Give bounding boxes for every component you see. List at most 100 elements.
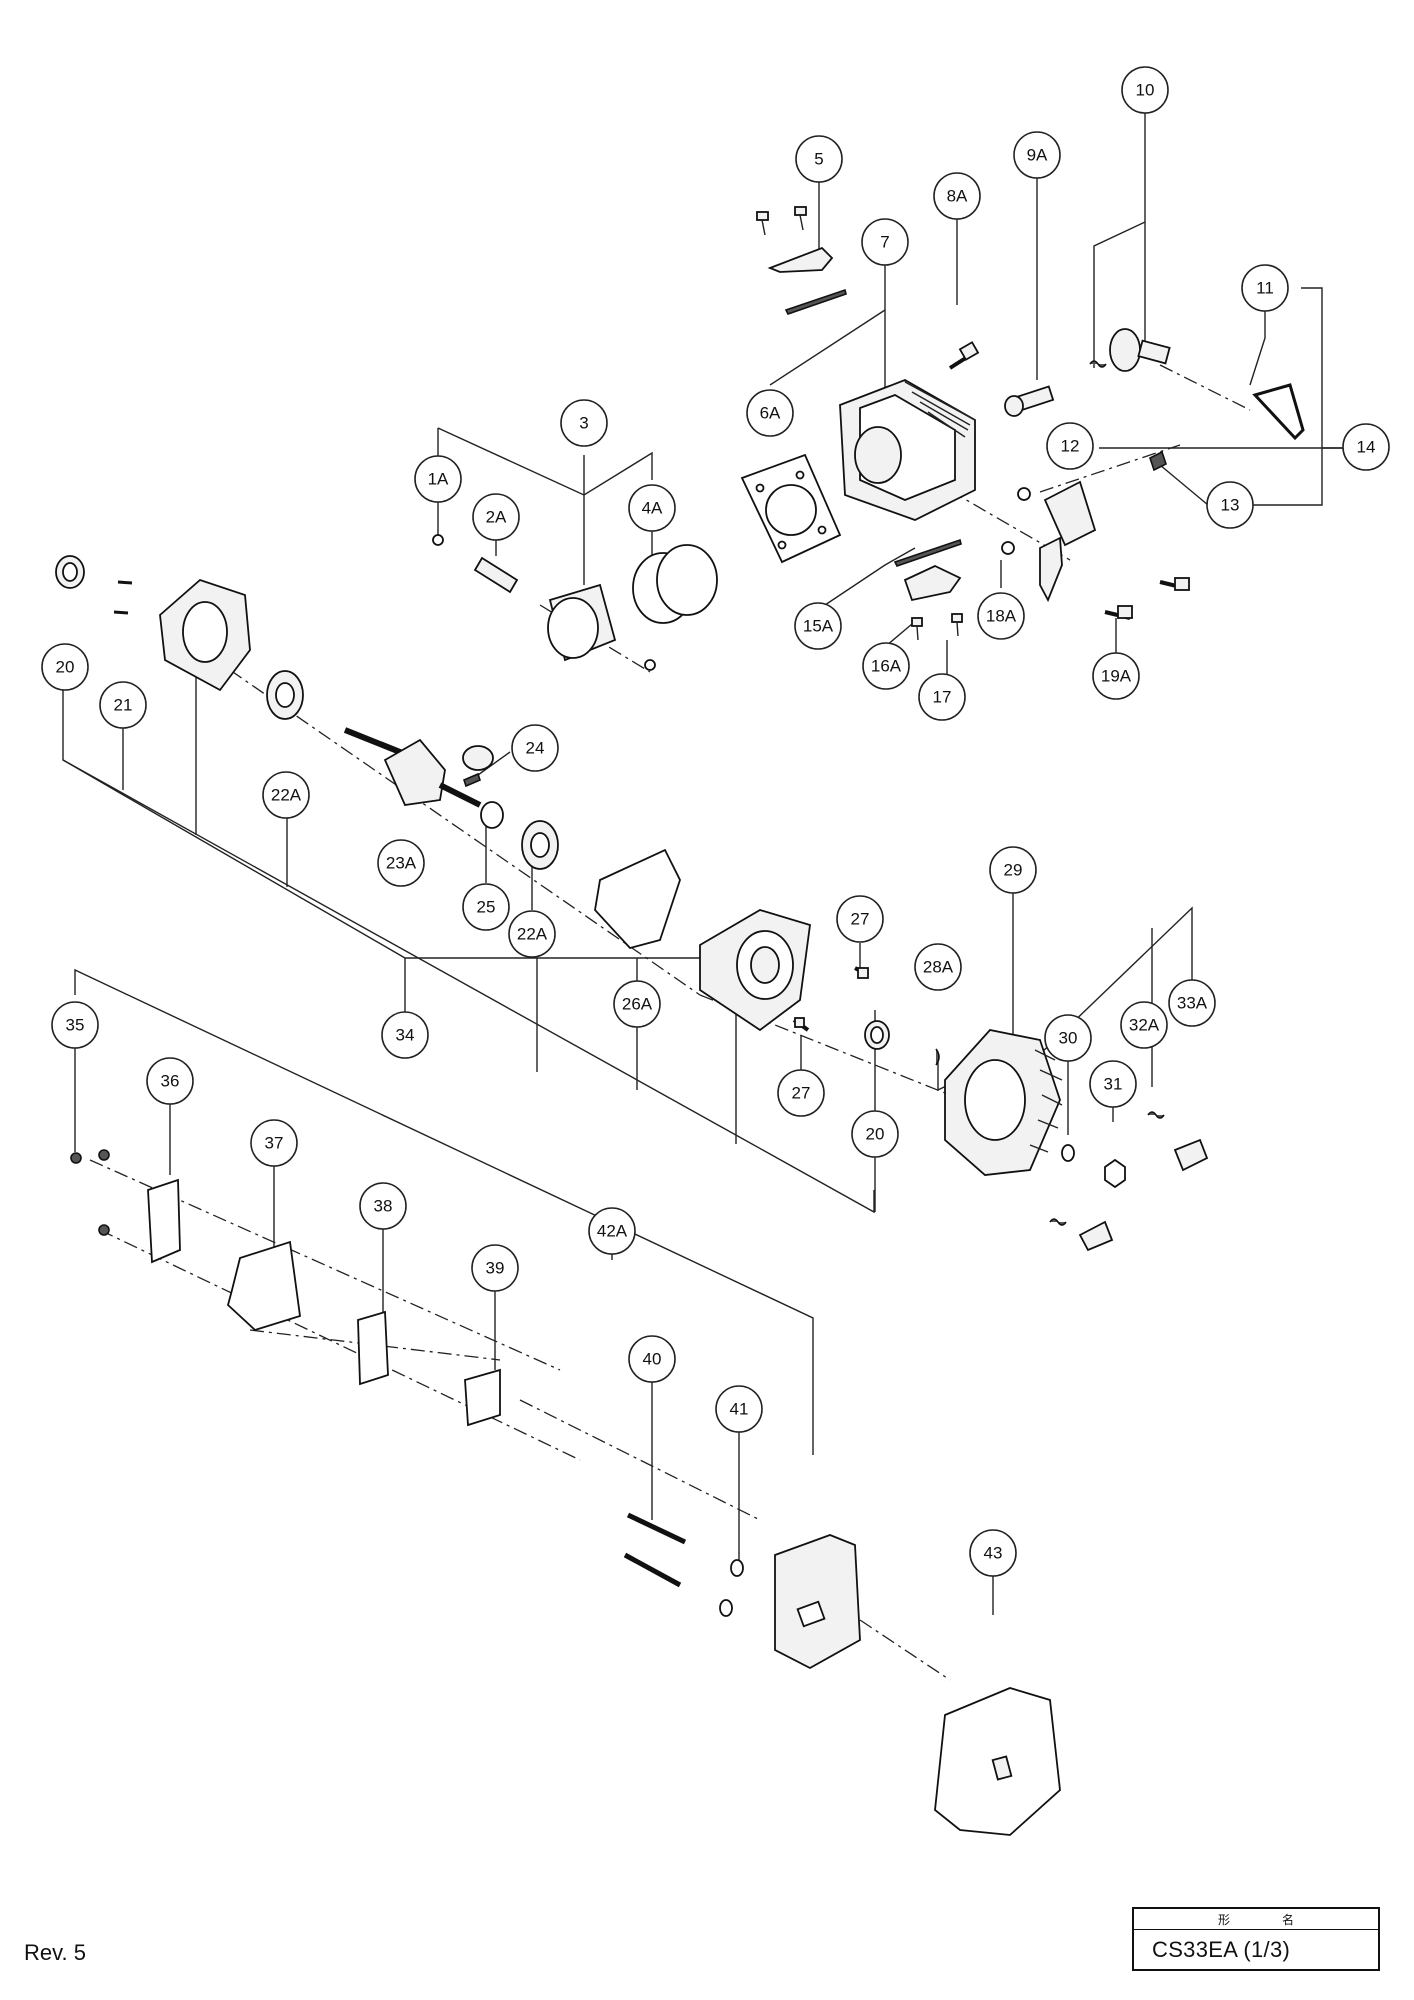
washer-30 (1061, 1144, 1075, 1162)
callout-34: 34 (381, 1011, 429, 1059)
spark-plug (1004, 385, 1055, 417)
callout-6a: 6A (746, 389, 794, 437)
gasket-37 (226, 1240, 301, 1332)
svg-text:38: 38 (374, 1197, 393, 1216)
crankshaft-23a (343, 727, 494, 808)
piston-clip-1a (432, 534, 444, 546)
screw-pair-5 (756, 206, 807, 236)
svg-text:26A: 26A (622, 995, 653, 1014)
muffler-42a (774, 1534, 861, 1670)
leader-lines (62, 108, 1348, 1615)
callout-42a: 42A (588, 1207, 636, 1255)
bolt-16a (911, 617, 923, 641)
spring-32a (1147, 1111, 1165, 1119)
crankcase-right (699, 909, 811, 1032)
svg-text:4A: 4A (642, 499, 663, 518)
bolt-19a (1104, 605, 1133, 620)
callout-4a: 4A (628, 484, 676, 532)
callout-18a: 18A (977, 592, 1025, 640)
callout-43: 43 (969, 1529, 1017, 1577)
callout-26a: 26A (613, 980, 661, 1028)
callout-31: 31 (1089, 1060, 1137, 1108)
svg-text:17: 17 (933, 688, 952, 707)
svg-text:29: 29 (1004, 861, 1023, 880)
svg-text:13: 13 (1221, 496, 1240, 515)
washer-right (1017, 487, 1031, 501)
title-head-1: 形 (1217, 1912, 1230, 1927)
callout-2a: 2A (472, 493, 520, 541)
bolt-27-upper (854, 966, 869, 979)
svg-text:23A: 23A (386, 854, 417, 873)
bolts-35 (70, 1149, 110, 1236)
callout-20-right: 20 (851, 1110, 899, 1158)
cylinder-base-gasket (740, 453, 842, 564)
callout-11: 11 (1241, 264, 1289, 312)
svg-text:27: 27 (792, 1084, 811, 1103)
svg-text:39: 39 (486, 1259, 505, 1278)
svg-text:7: 7 (880, 233, 889, 252)
callout-7: 7 (861, 218, 909, 266)
svg-text:25: 25 (477, 898, 496, 917)
svg-text:20: 20 (866, 1125, 885, 1144)
bolts-40 (623, 1512, 687, 1588)
svg-text:10: 10 (1136, 81, 1155, 100)
svg-text:11: 11 (1256, 279, 1274, 298)
svg-text:8A: 8A (947, 187, 968, 206)
pawl-33a (1173, 1138, 1209, 1172)
callout-10: 10 (1121, 66, 1169, 114)
ignition-module-12 (1039, 480, 1097, 603)
spring-13 (1149, 450, 1167, 472)
callout-14: 14 (1342, 423, 1390, 471)
callout-3: 3 (560, 399, 608, 447)
bolt-8a (948, 341, 980, 370)
callout-16a: 16A (862, 642, 910, 690)
svg-text:35: 35 (66, 1016, 85, 1035)
callout-28a: 28A (914, 943, 962, 991)
svg-text:34: 34 (396, 1026, 415, 1045)
svg-text:16A: 16A (871, 657, 902, 676)
callout-22a-lower: 22A (508, 910, 556, 958)
svg-text:32A: 32A (1129, 1016, 1160, 1035)
cylinder-cover-bracket (767, 246, 834, 273)
svg-text:5: 5 (814, 150, 823, 169)
callout-9a: 9A (1013, 131, 1061, 179)
title-block: 形 名 CS33EA (1/3) (1132, 1907, 1380, 1971)
crankcase-gasket-26a (594, 848, 681, 950)
callout-41: 41 (715, 1385, 763, 1433)
callout-24: 24 (511, 724, 559, 772)
svg-text:1A: 1A (428, 470, 449, 489)
callout-36: 36 (146, 1057, 194, 1105)
svg-text:36: 36 (161, 1072, 180, 1091)
callout-29: 29 (989, 846, 1037, 894)
callout-27-upper: 27 (836, 895, 884, 943)
model-name: CS33EA (1/3) (1152, 1937, 1291, 1962)
callout-20-left: 20 (41, 643, 89, 691)
thrust-washer-25 (480, 801, 504, 829)
svg-text:6A: 6A (760, 404, 781, 423)
oil-seal-20 (55, 555, 85, 589)
svg-text:15A: 15A (803, 617, 834, 636)
cylinder (839, 379, 976, 521)
callout-8a: 8A (933, 172, 981, 220)
washers-41 (719, 1559, 744, 1617)
oil-seal-20-right (864, 1020, 890, 1050)
nut-31 (1104, 1158, 1126, 1189)
callout-1a: 1A (414, 455, 462, 503)
svg-text:31: 31 (1104, 1075, 1123, 1094)
piston-pin-2a (473, 556, 519, 594)
svg-text:3: 3 (579, 414, 588, 433)
pawl-lower (1078, 1220, 1114, 1252)
svg-text:22A: 22A (271, 786, 302, 805)
key-28a (935, 1048, 940, 1066)
svg-text:19A: 19A (1101, 667, 1132, 686)
wire-loop-11 (1252, 383, 1305, 441)
bolt-right (1159, 577, 1190, 591)
svg-text:41: 41 (730, 1400, 749, 1419)
svg-text:12: 12 (1061, 437, 1080, 456)
svg-text:30: 30 (1059, 1029, 1078, 1048)
strip-15a (893, 538, 962, 567)
svg-text:27: 27 (851, 910, 870, 929)
svg-text:20: 20 (56, 658, 75, 677)
needle-bearing-24 (463, 772, 481, 788)
